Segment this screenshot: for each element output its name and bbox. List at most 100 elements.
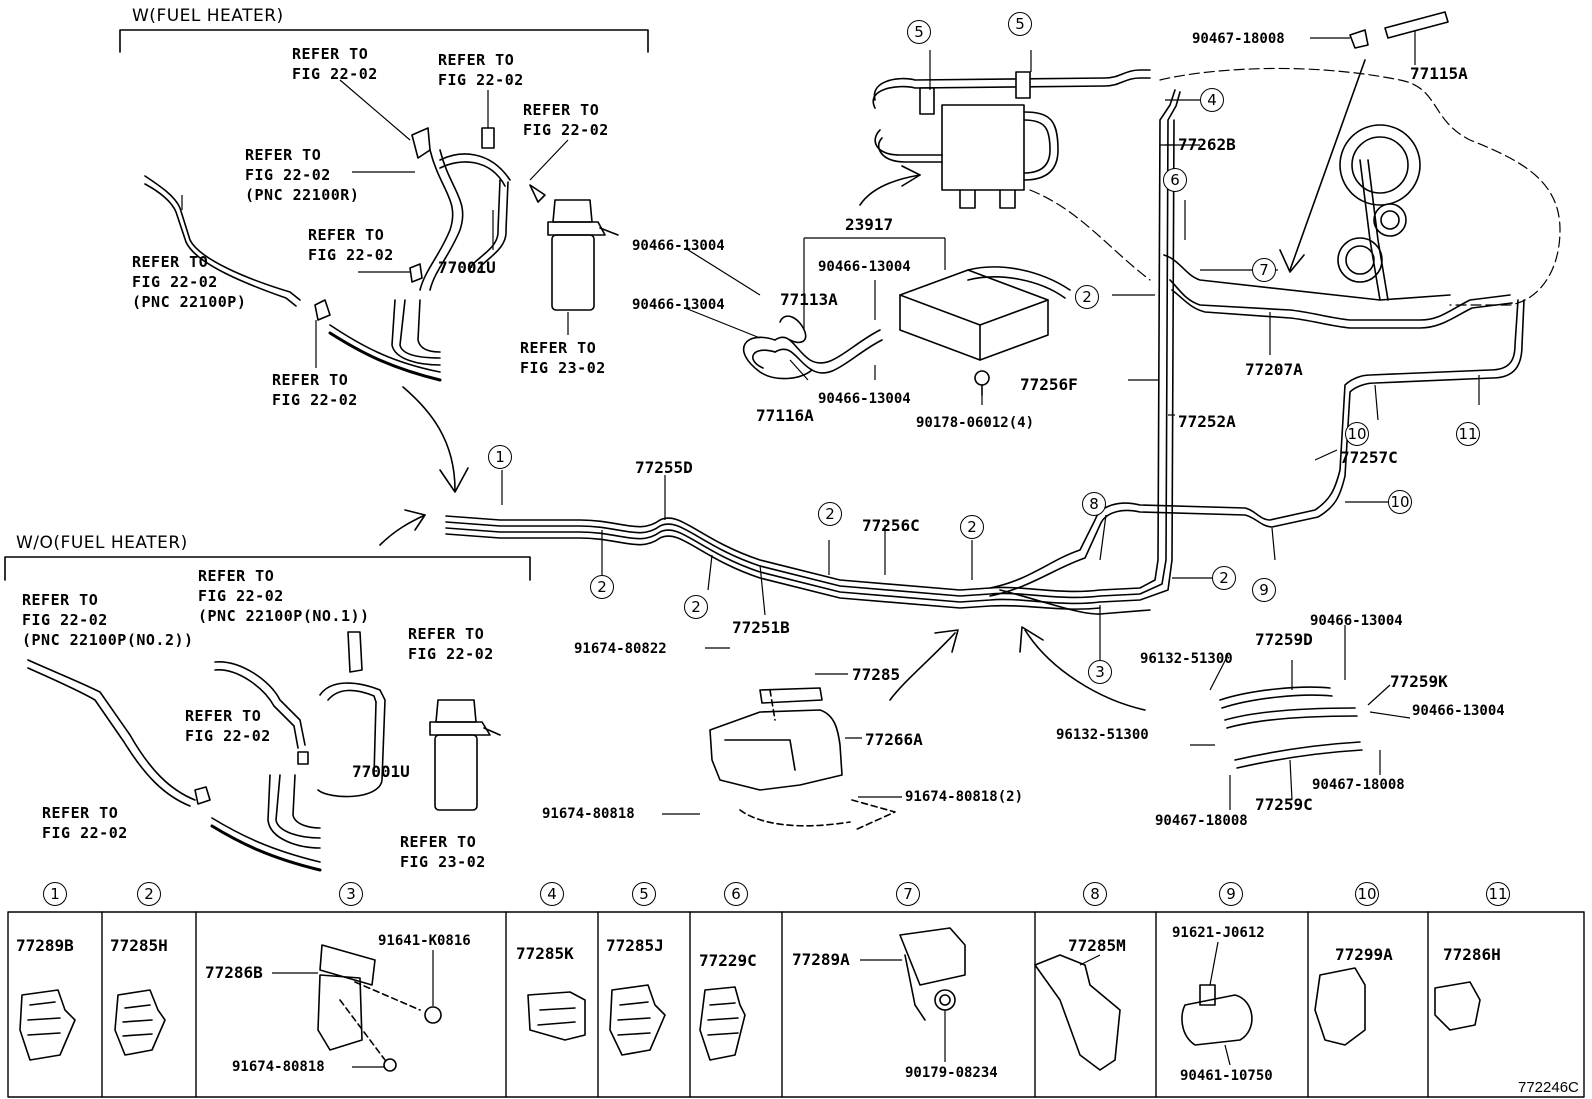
reference-label: REFER TO FIG 22-02	[308, 226, 394, 264]
legend-part-77285k: 77285K	[516, 944, 574, 963]
figure-id: 772246C	[1518, 1079, 1579, 1096]
part-label-90466-13004: 90466-13004	[1310, 613, 1403, 629]
part-label-77252a: 77252A	[1178, 412, 1236, 431]
reference-label: REFER TO FIG 23-02	[520, 339, 606, 377]
legend-part-77289a: 77289A	[792, 950, 850, 969]
legend-num-7: 7	[896, 882, 920, 906]
callout-9: 9	[1252, 578, 1276, 602]
legend-part-91641-k0816: 91641-K0816	[378, 933, 471, 949]
callout-10: 10	[1388, 490, 1412, 514]
part-label-77001u: 77001U	[352, 762, 410, 781]
reference-label: REFER TO FIG 22-02	[408, 625, 494, 663]
callout-4: 4	[1200, 88, 1224, 112]
reference-label: REFER TO FIG 22-02	[42, 804, 128, 842]
legend-num-8: 8	[1083, 882, 1107, 906]
legend-table	[7, 911, 1585, 1098]
arrow-hoses-up	[1019, 626, 1146, 711]
hose-77116a	[742, 315, 883, 380]
part-label-91674-80818: 91674-80818	[542, 806, 635, 822]
reference-label: REFER TO FIG 22-02 (PNC 22100P)	[132, 253, 247, 311]
part-label-77257c: 77257C	[1340, 448, 1398, 467]
callout-2: 2	[1212, 566, 1236, 590]
legend-part-77286b: 77286B	[205, 963, 263, 982]
legend-clip-drawings	[19, 927, 1481, 1072]
callout-2: 2	[684, 595, 708, 619]
part-label-90466-13004: 90466-13004	[1412, 703, 1505, 719]
part-label-77116a: 77116A	[756, 406, 814, 425]
legend-num-1: 1	[43, 882, 67, 906]
legend-part-77286h: 77286H	[1443, 945, 1501, 964]
legend-num-5: 5	[632, 882, 656, 906]
with-heater-bracket	[119, 29, 649, 53]
section-title-without-heater: W/O(FUEL HEATER)	[16, 533, 188, 553]
part-label-90466-13004: 90466-13004	[632, 297, 725, 313]
part-label-96132-51300: 96132-51300	[1140, 651, 1233, 667]
part-label-90467-18008: 90467-18008	[1192, 31, 1285, 47]
part-label-23917: 23917	[845, 215, 894, 234]
part-label-77251b: 77251B	[732, 618, 790, 637]
legend-part-77289b: 77289B	[16, 936, 74, 955]
part-label-77255d: 77255D	[635, 458, 693, 477]
heater-assembly-upper	[144, 127, 619, 382]
arrow-noheater-to-main	[379, 509, 426, 546]
part-label-90466-13004: 90466-13004	[818, 259, 911, 275]
part-label-77259d: 77259D	[1255, 630, 1313, 649]
part-label-77259c: 77259C	[1255, 795, 1313, 814]
legend-part-77299a: 77299A	[1335, 945, 1393, 964]
hose-77115a	[1349, 11, 1449, 49]
main-fuel-lines	[445, 89, 1525, 615]
callout-6: 6	[1163, 168, 1187, 192]
legend-part-90179-08234: 90179-08234	[905, 1065, 998, 1081]
part-label-77266a: 77266A	[865, 730, 923, 749]
callout-5: 5	[907, 20, 931, 44]
legend-part-77285m: 77285M	[1068, 936, 1126, 955]
part-label-77256c: 77256C	[862, 516, 920, 535]
callout-2: 2	[960, 515, 984, 539]
legend-part-77229c: 77229C	[699, 951, 757, 970]
callout-7: 7	[1252, 258, 1276, 282]
legend-part-90461-10750: 90461-10750	[1180, 1068, 1273, 1084]
ecu-unit	[872, 69, 1151, 209]
callout-8: 8	[1082, 492, 1106, 516]
part-label-77001u: 77001U	[438, 258, 496, 277]
part-label-77207a: 77207A	[1245, 360, 1303, 379]
legend-num-9: 9	[1219, 882, 1243, 906]
callout-10: 10	[1345, 422, 1369, 446]
part-label-77256f: 77256F	[1020, 375, 1078, 394]
reference-label: REFER TO FIG 22-02	[523, 101, 609, 139]
legend-num-10: 10	[1355, 882, 1379, 906]
legend-part-91621-j0612: 91621-J0612	[1172, 925, 1265, 941]
part-label-77115a: 77115A	[1410, 64, 1468, 83]
reference-label: REFER TO FIG 22-02	[438, 51, 524, 89]
part-label-96132-51300: 96132-51300	[1056, 727, 1149, 743]
arrow-to-ecu	[859, 165, 921, 206]
reference-label: REFER TO FIG 22-02	[272, 371, 358, 409]
reference-label: REFER TO FIG 22-02	[185, 707, 271, 745]
part-label-91674-80818-2: 91674-80818(2)	[905, 789, 1024, 805]
part-label-77259k: 77259K	[1390, 672, 1448, 691]
part-label-90466-13004: 90466-13004	[632, 238, 725, 254]
callout-2: 2	[1075, 285, 1099, 309]
reference-label: REFER TO FIG 22-02 (PNC 22100P(NO.1))	[198, 567, 370, 625]
callout-2: 2	[818, 502, 842, 526]
callout-3: 3	[1088, 660, 1112, 684]
fuel-tank-outline	[1029, 67, 1561, 306]
arrow-to-tank	[1279, 59, 1366, 273]
callout-1: 1	[488, 445, 512, 469]
without-heater-bracket	[4, 556, 531, 581]
tank-pump	[1337, 124, 1421, 301]
fuel-module-23917	[899, 266, 1071, 396]
part-label-90178-06012: 90178-06012(4)	[916, 415, 1035, 431]
legend-part-77285h: 77285H	[110, 936, 168, 955]
part-label-77285: 77285	[852, 665, 901, 684]
callout-5: 5	[1008, 12, 1032, 36]
part-label-90467-18008: 90467-18008	[1155, 813, 1248, 829]
reference-label: REFER TO FIG 22-02	[292, 45, 378, 83]
legend-num-4: 4	[540, 882, 564, 906]
arrow-heater-to-main	[402, 386, 469, 493]
part-label-90466-13004: 90466-13004	[818, 391, 911, 407]
legend-part-91674-80818: 91674-80818	[232, 1059, 325, 1075]
part-label-77262b: 77262B	[1178, 135, 1236, 154]
